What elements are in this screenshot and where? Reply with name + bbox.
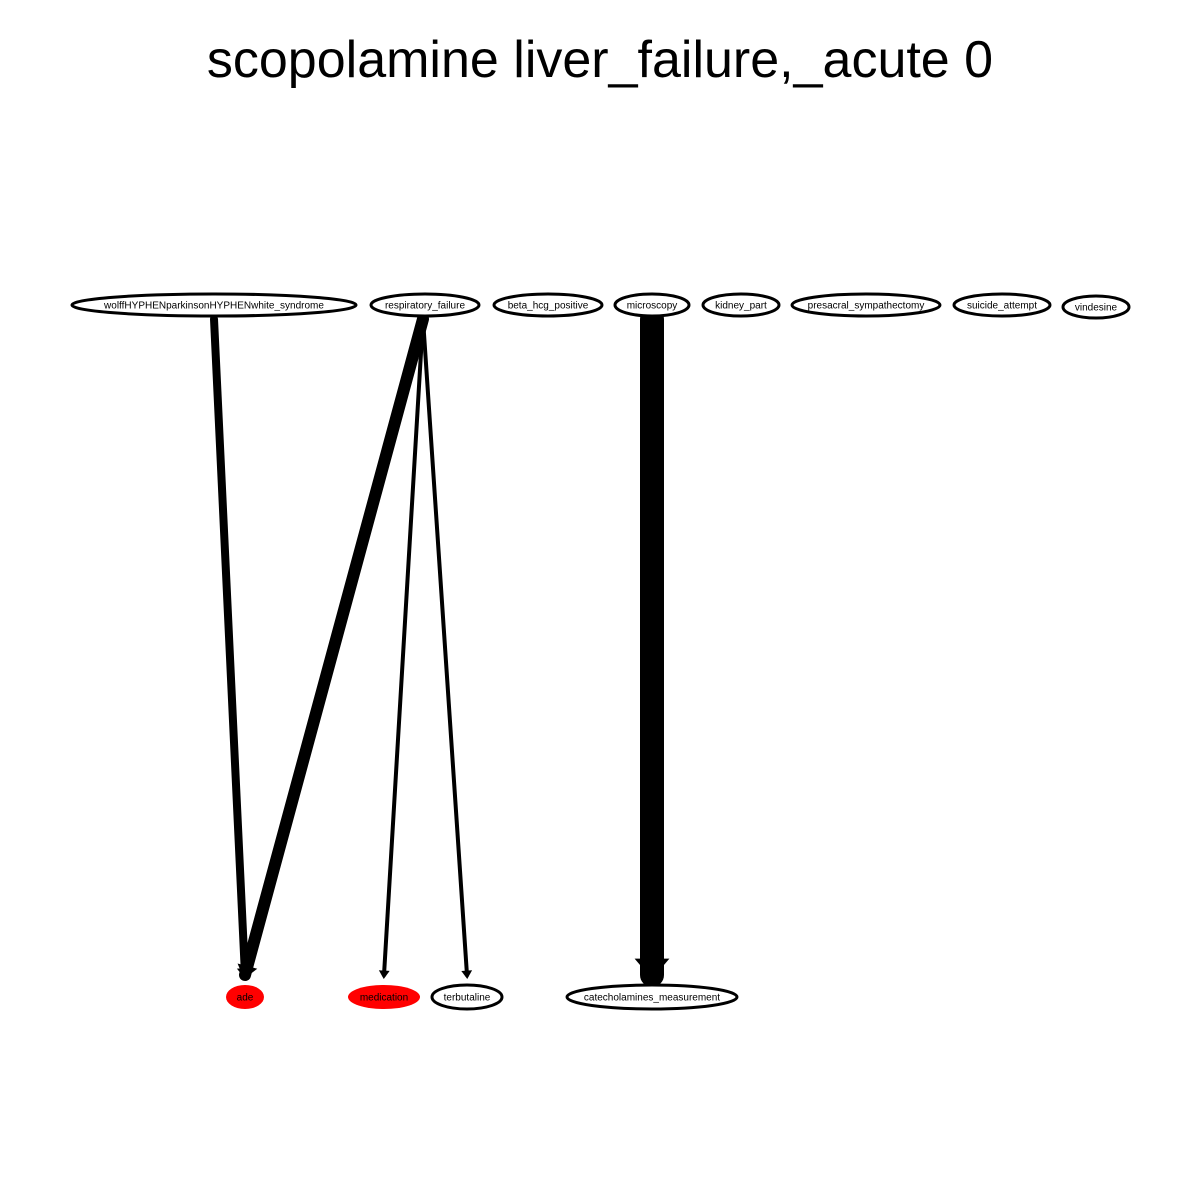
edge-wolff-to-ade: [210, 315, 253, 979]
node-ellipse: [348, 985, 420, 1009]
node-label: medication: [360, 993, 408, 1004]
edge-line: [421, 317, 469, 977]
node-kidney-part: kidney_part: [701, 292, 781, 318]
node-beta-hcg-positive: beta_hcg_positive: [492, 292, 604, 318]
node-ellipse: [790, 292, 942, 318]
node-ellipse: [492, 292, 604, 318]
node-label: beta_hcg_positive: [508, 301, 589, 312]
arrow-head: [378, 970, 390, 979]
node-label: ade: [237, 993, 254, 1004]
node-label: wolffHYPHENparkinsonHYPHENwhite_syndrome: [103, 301, 324, 312]
node-suicide-attempt: suicide_attempt: [952, 292, 1052, 318]
arrow-head: [237, 963, 258, 979]
node-microscopy: microscopy: [613, 292, 691, 318]
node-label: suicide_attempt: [967, 301, 1037, 312]
edge-respiratory_failure-to-terbutaline: [421, 317, 473, 979]
node-ellipse: [1061, 294, 1131, 320]
node-label: kidney_part: [715, 301, 767, 312]
node-label: microscopy: [627, 301, 678, 312]
node-ellipse: [226, 985, 264, 1009]
node-label: respiratory_failure: [385, 301, 465, 312]
node-ellipse: [565, 983, 739, 1011]
node-label: vindesine: [1075, 303, 1118, 314]
edge-line: [382, 317, 425, 977]
arrow-head: [634, 958, 670, 979]
node-label: catecholamines_measurement: [584, 993, 720, 1004]
node-ellipse: [70, 292, 358, 318]
node-ellipse: [369, 292, 481, 318]
node-ade: ade: [226, 985, 264, 1009]
node-ellipse: [952, 292, 1052, 318]
node-ellipse: [701, 292, 781, 318]
node-ellipse: [430, 983, 504, 1011]
node-medication: medication: [348, 985, 420, 1009]
node-label: presacral_sympathectomy: [808, 301, 925, 312]
node-wolff: wolffHYPHENparkinsonHYPHENwhite_syndrome: [70, 292, 358, 318]
edge-line: [239, 313, 429, 981]
node-vindesine: vindesine: [1061, 294, 1131, 320]
arrow-head: [461, 970, 473, 979]
edges-layer: [210, 307, 670, 987]
node-label: terbutaline: [444, 993, 491, 1004]
nodes-layer: wolffHYPHENparkinsonHYPHENwhite_syndrome…: [70, 292, 1131, 1011]
edge-microscopy-to-catecholamines_measurement: [634, 307, 670, 987]
edge-line: [210, 315, 249, 979]
node-respiratory-failure: respiratory_failure: [369, 292, 481, 318]
diagram-title: scopolamine liver_failure,_acute 0: [206, 31, 994, 89]
edge-respiratory_failure-to-medication: [378, 317, 425, 979]
node-presacral-sympathectomy: presacral_sympathectomy: [790, 292, 942, 318]
node-catecholamines-measurement: catecholamines_measurement: [565, 983, 739, 1011]
edge-respiratory_failure-to-ade: [237, 313, 429, 981]
node-ellipse: [613, 292, 691, 318]
node-terbutaline: terbutaline: [430, 983, 504, 1011]
